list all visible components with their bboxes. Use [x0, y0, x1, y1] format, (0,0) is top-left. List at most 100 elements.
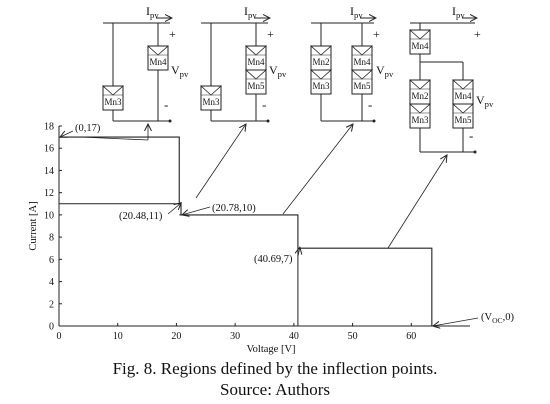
- y-tick-label: 10: [44, 210, 54, 221]
- point-label: (20.48,11): [119, 211, 163, 222]
- pv-panel-triangle: [309, 69, 333, 80]
- figure-source: Source: Authors: [219, 380, 331, 399]
- circuit-connectors: [83, 124, 447, 249]
- connector-arrow: [282, 124, 353, 215]
- x-tick-label: 30: [230, 331, 240, 342]
- pv-panel: Mn3: [408, 103, 432, 129]
- point-label: (40.69,7): [254, 254, 293, 265]
- pv-panel-triangle: [199, 85, 223, 96]
- plus-terminal: +: [373, 27, 380, 41]
- minus-terminal: -: [469, 128, 473, 143]
- y-tick-label: 6: [49, 255, 54, 266]
- y-axis-label: Current [A]: [28, 201, 39, 250]
- pv-panel-label: Mn3: [104, 97, 122, 107]
- axes: [58, 126, 470, 327]
- y-tick-label: 2: [49, 299, 54, 310]
- pv-panel-label: Mn5: [247, 81, 265, 91]
- x-tick-label: 0: [57, 331, 62, 342]
- y-tick-label: 0: [49, 322, 54, 333]
- pv-panel-label: Mn5: [454, 115, 472, 125]
- current-label: Ipv: [244, 4, 257, 20]
- circuit-diagrams: Ipv+Mn3Mn4-VpvIpv+Mn3Mn4Mn5-VpvIpv+Mn2Mn…: [101, 4, 494, 154]
- pv-panel: Mn4: [350, 45, 374, 71]
- pv-panel-label: Mn4: [149, 57, 167, 67]
- pv-panel-triangle: [408, 103, 432, 114]
- x-tick-label: 50: [348, 331, 358, 342]
- pv-panel-triangle: [244, 45, 268, 56]
- point-label: (0,17): [75, 123, 101, 134]
- current-label: Ipv: [452, 4, 465, 20]
- terminal-dot: [372, 119, 376, 123]
- point-label: (20.78,10): [212, 203, 256, 214]
- x-tick-label: 20: [171, 331, 181, 342]
- pv-panel-triangle: [408, 79, 432, 90]
- pv-panel-label: Mn3: [202, 97, 220, 107]
- y-tick-label: 14: [44, 166, 54, 177]
- pv-panel: Mn2: [309, 45, 333, 71]
- terminal-dot: [168, 119, 172, 123]
- pv-panel-triangle: [101, 85, 125, 96]
- current-label: Ipv: [350, 4, 363, 20]
- x-tick-label: 10: [113, 331, 123, 342]
- connector-arrow: [387, 155, 447, 249]
- pv-panel-label: Mn4: [411, 41, 429, 51]
- x-tick-label: 40: [289, 331, 299, 342]
- pv-panel: Mn3: [101, 85, 125, 111]
- iv-curve-line: [59, 136, 433, 326]
- current-label: Ipv: [146, 4, 159, 20]
- pv-panel-triangle: [350, 69, 374, 80]
- plus-terminal: +: [474, 27, 481, 41]
- plus-terminal: +: [267, 27, 274, 41]
- pv-panel-triangle: [451, 79, 475, 90]
- point-arrow: [60, 130, 74, 137]
- pv-panel-label: Mn5: [353, 81, 371, 91]
- terminal-dot: [473, 150, 477, 154]
- pv-panel-label: Mn4: [353, 57, 371, 67]
- point-arrow: [167, 203, 181, 215]
- point-label: (VOC,0): [481, 312, 514, 325]
- voltage-label: Vpv: [376, 63, 394, 79]
- pv-panel: Mn4: [244, 45, 268, 71]
- pv-panel-label: Mn3: [411, 115, 429, 125]
- pv-panel-triangle: [350, 45, 374, 56]
- pv-panel-triangle: [244, 69, 268, 80]
- minus-terminal: -: [368, 97, 372, 112]
- data-series: [59, 136, 433, 326]
- pv-panel-label: Mn4: [454, 91, 472, 101]
- pv-panel: Mn4: [146, 45, 170, 71]
- pv-panel-triangle: [451, 103, 475, 114]
- y-tick-label: 18: [44, 122, 54, 133]
- point-arrow: [298, 247, 300, 257]
- x-ticks: 0 10 20 30 40 50 60: [57, 323, 416, 342]
- x-axis-label: Voltage [V]: [246, 344, 295, 355]
- pv-panel-triangle: [309, 45, 333, 56]
- voltage-label: Vpv: [269, 63, 287, 79]
- voltage-label: Vpv: [476, 93, 494, 109]
- pv-panel: Mn5: [244, 69, 268, 95]
- pv-panel-triangle: [408, 29, 432, 40]
- terminal-dot: [266, 119, 270, 123]
- point-arrow: [433, 317, 479, 326]
- pv-panel-label: Mn4: [247, 57, 265, 67]
- y-tick-label: 8: [49, 233, 54, 244]
- pv-panel: Mn3: [309, 69, 333, 95]
- point-arrow: [182, 206, 211, 215]
- y-tick-label: 4: [49, 277, 54, 288]
- pv-panel-triangle: [146, 45, 170, 56]
- connector-arrow: [195, 124, 246, 199]
- voltage-label: Vpv: [171, 63, 189, 79]
- x-tick-label: 60: [406, 331, 416, 342]
- pv-panel-label: Mn2: [312, 57, 329, 67]
- connector-line: [83, 136, 149, 141]
- pv-panel: Mn5: [350, 69, 374, 95]
- pv-panel: Mn2: [408, 79, 432, 105]
- annotations: (0,17) (20.48,11) (20.78,10) (40.69,7) (VOC,…: [60, 123, 514, 326]
- pv-panel: Mn4: [408, 29, 432, 55]
- plus-terminal: +: [169, 27, 176, 41]
